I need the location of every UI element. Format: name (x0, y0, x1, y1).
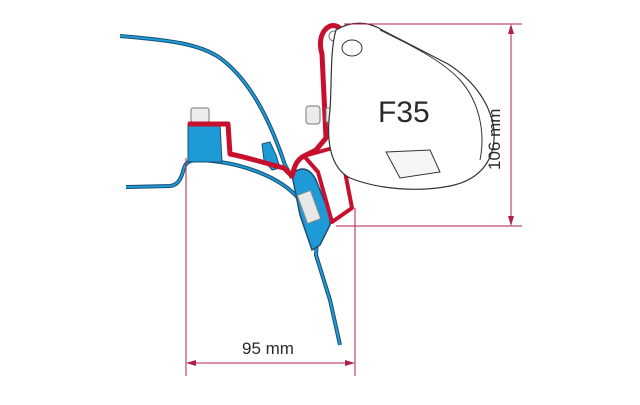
width-dimension-label: 95 mm (242, 339, 294, 358)
vehicle-roof-outline (119, 34, 294, 179)
height-dimension-label: 106 mm (485, 109, 504, 170)
channel-insert (296, 189, 322, 225)
bolt-head-icon (190, 107, 210, 123)
roof-rail-block (187, 107, 223, 163)
awning-housing: F35 (328, 22, 495, 190)
width-dimension: 95 mm (185, 158, 356, 376)
height-dimension: 106 mm (336, 23, 522, 227)
awning-slot-icon (385, 149, 441, 179)
awning-model-label: F35 (378, 96, 430, 129)
